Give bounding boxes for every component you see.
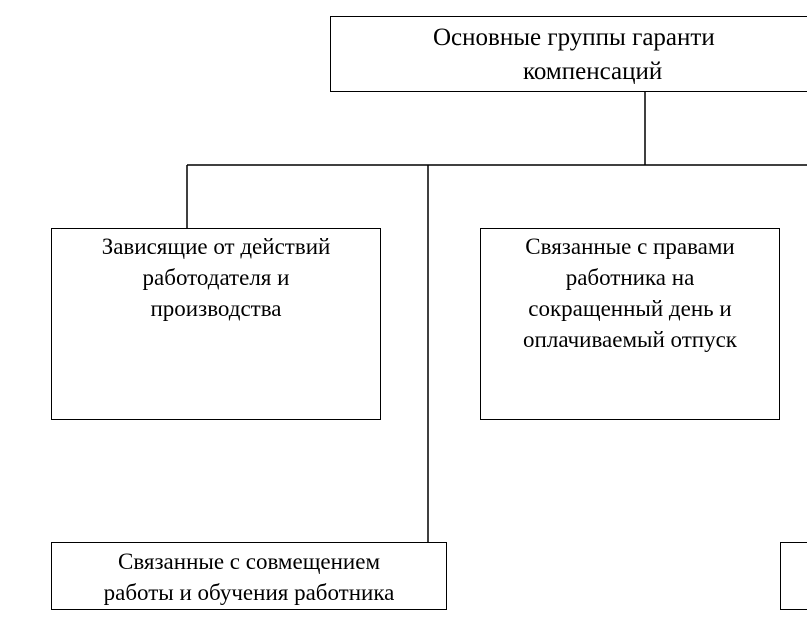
rights-box-line-1: Связанные с правами <box>525 234 735 259</box>
employer-dependent-box: Зависящие от действий работодателя и про… <box>51 228 381 420</box>
employer-box-line-2: работодателя и <box>142 265 290 290</box>
root-box-line-1: Основные группы гаранти <box>433 24 715 51</box>
rights-box-line-3: сокращенный день и <box>528 296 732 321</box>
rights-box-line-2: работника на <box>565 265 695 290</box>
root-box: Основные группы гаранти компенсаций <box>330 16 807 92</box>
rights-box-line-4: оплачиваемый отпуск <box>523 327 737 352</box>
employee-rights-box: Связанные с правами работника на сокраще… <box>480 228 780 420</box>
study-box-line-2: работы и обучения работника <box>103 580 395 605</box>
partial-box-right-edge <box>780 542 807 610</box>
employer-box-line-1: Зависящие от действий <box>101 234 331 259</box>
employer-box-line-3: производства <box>150 296 282 321</box>
work-study-box: Связанные с совмещением работы и обучени… <box>51 542 447 610</box>
root-box-line-2: компенсаций <box>523 58 663 85</box>
study-box-line-1: Связанные с совмещением <box>118 549 380 574</box>
